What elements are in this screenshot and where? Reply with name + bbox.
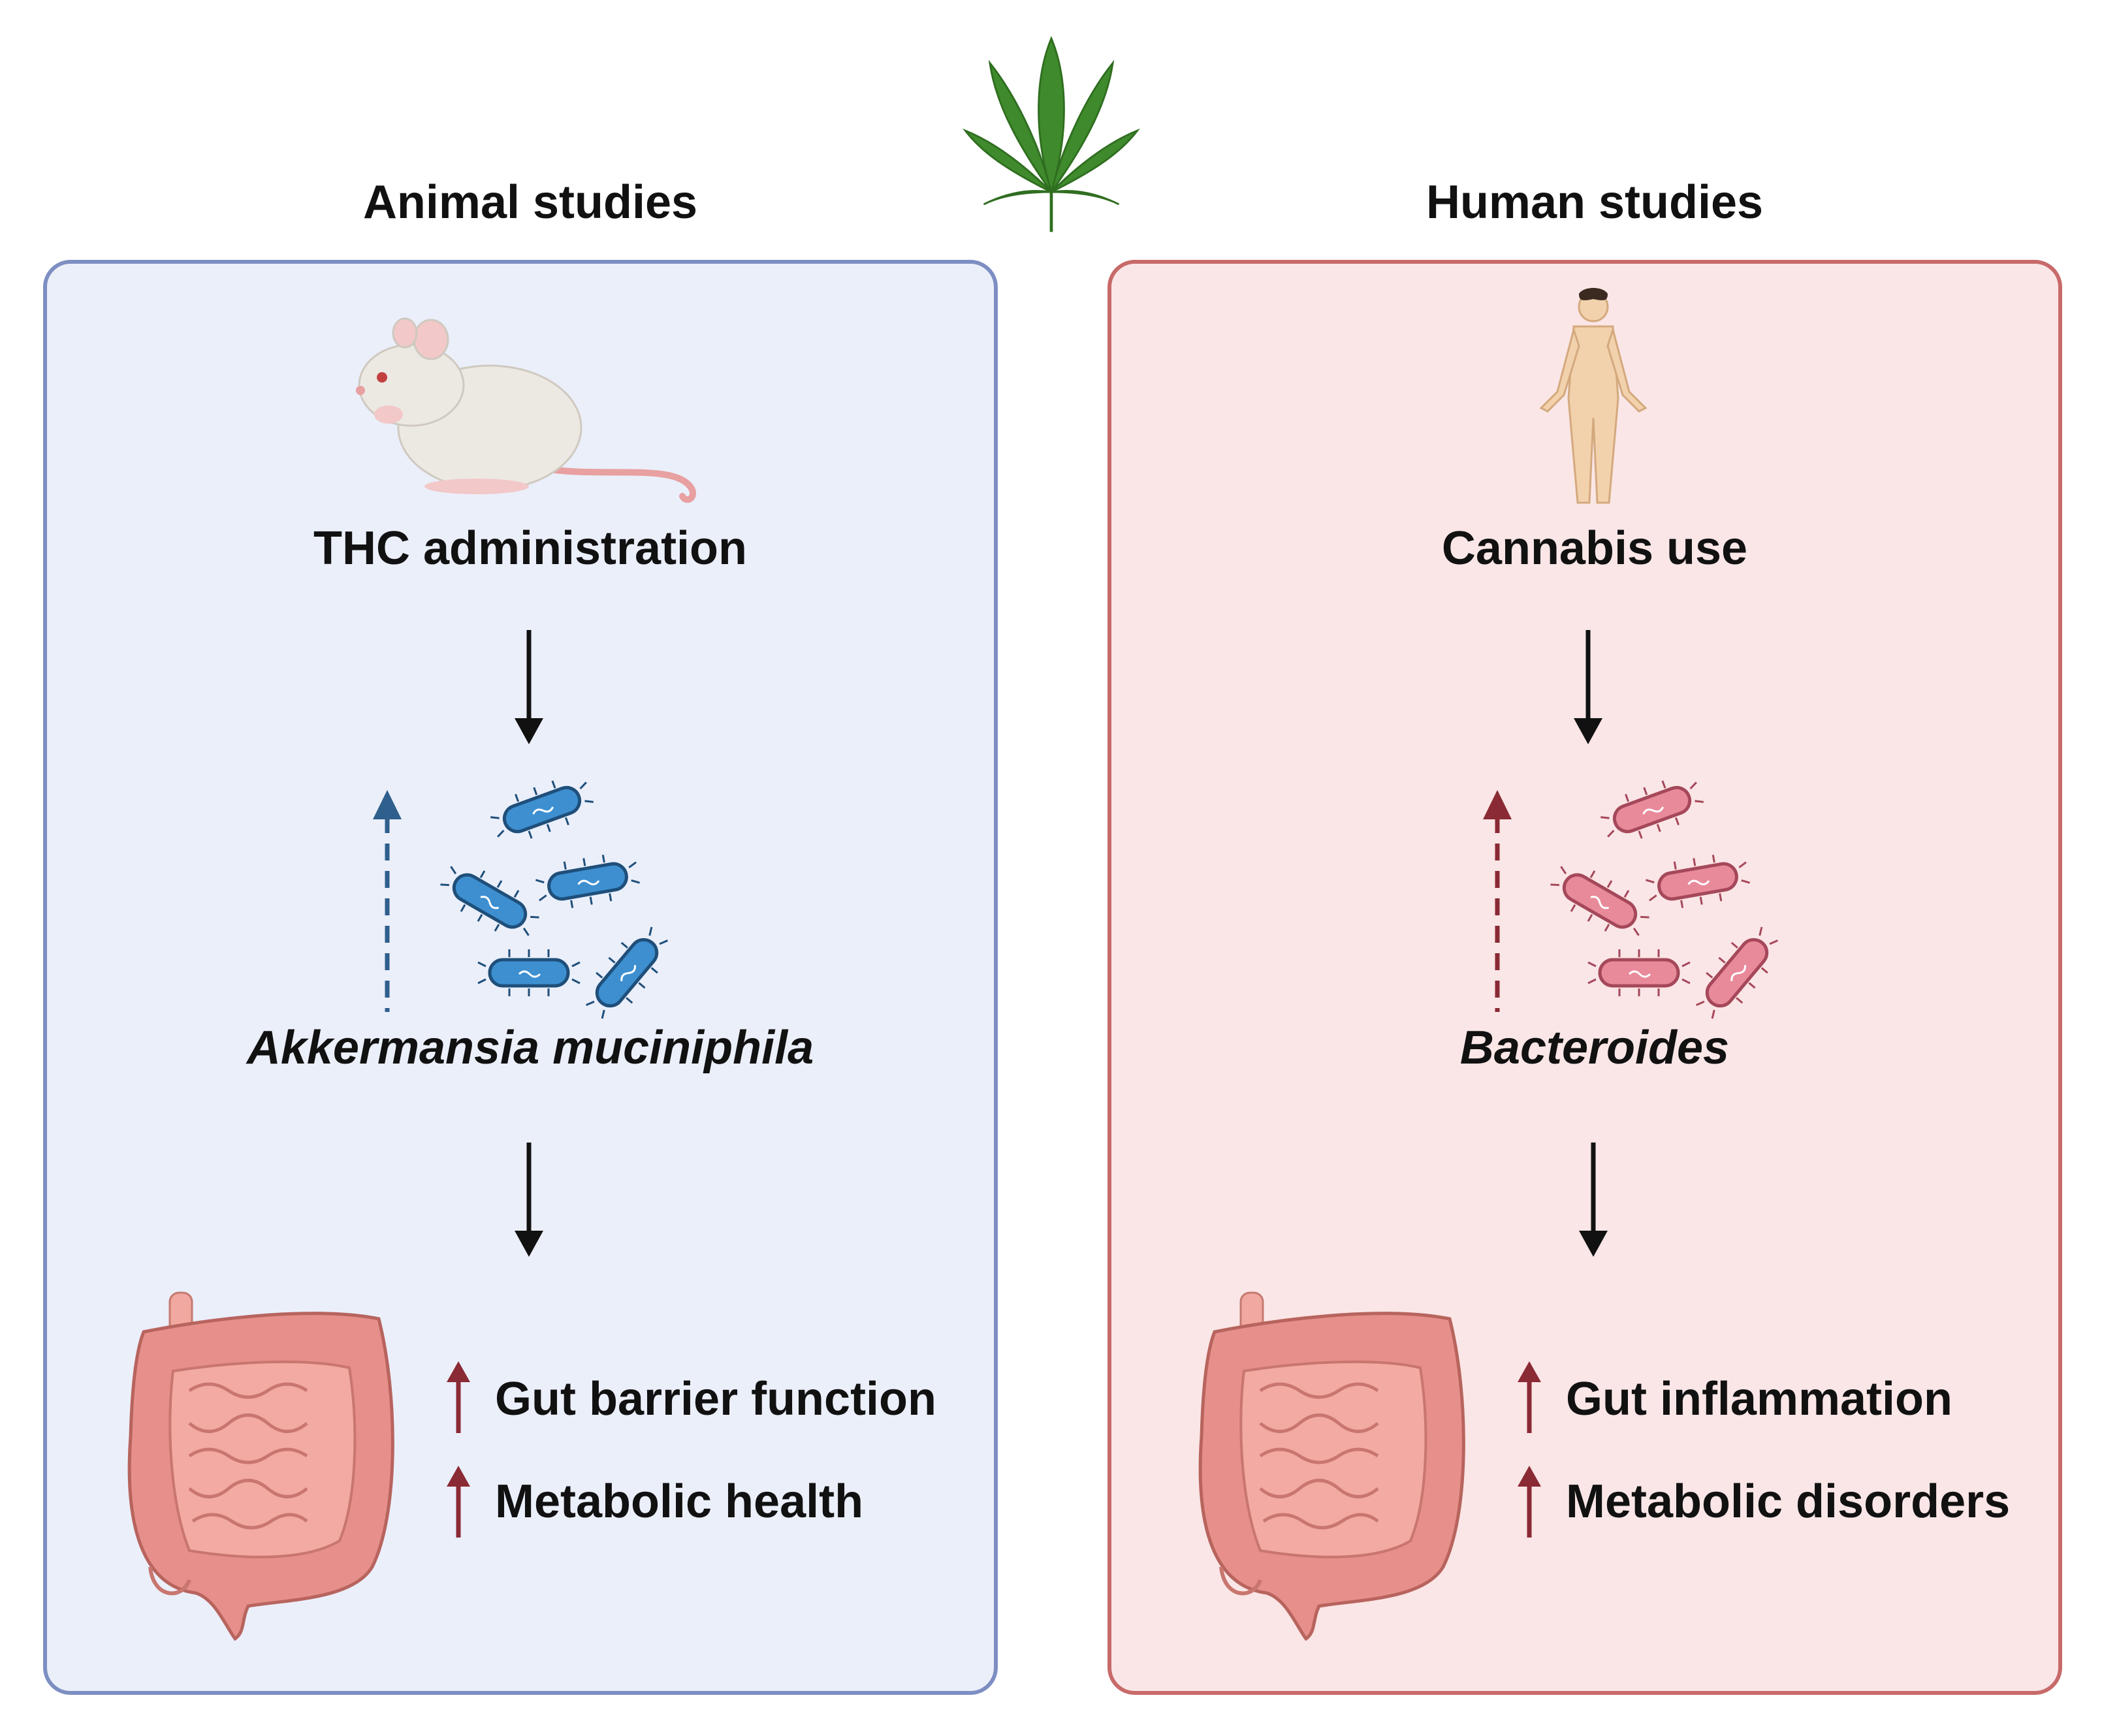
animal-outcome-2: Metabolic health — [495, 1476, 864, 1528]
human-outcome-2: Metabolic disorders — [1566, 1476, 2011, 1528]
bacteria-icon — [1600, 780, 1704, 839]
bacteria-icon — [490, 780, 594, 839]
animal-bacteria-group — [440, 780, 668, 1019]
arrow-down-icon — [1574, 630, 1602, 744]
human-microbe-label: Bacteroides — [1459, 1022, 1730, 1074]
animal-studies-heading: Animal studies — [362, 176, 698, 229]
arrow-down-icon — [515, 630, 543, 744]
bacteria-icon — [535, 855, 641, 908]
animal-microbe-label: Akkermansia muciniphila — [246, 1022, 814, 1074]
intestine-icon — [127, 1291, 394, 1641]
bacteria-icon — [1645, 855, 1751, 908]
bacteria-icon — [477, 949, 581, 996]
human-figure-icon — [1539, 288, 1648, 504]
animal-outcome-1: Gut barrier function — [495, 1373, 937, 1425]
human-studies-heading: Human studies — [1425, 176, 1764, 229]
arrow-up-icon — [447, 1361, 470, 1433]
arrow-up-icon — [1518, 1361, 1541, 1433]
human-intervention-label: Cannabis use — [1441, 522, 1748, 575]
arrow-up-icon — [447, 1466, 470, 1538]
intestine-icon — [1198, 1291, 1465, 1641]
arrow-down-icon — [1579, 1143, 1608, 1257]
human-bacteria-group — [1550, 780, 1778, 1019]
cannabis-leaf-icon — [963, 36, 1140, 232]
bacteria-icon — [440, 866, 539, 936]
bacteria-icon — [1587, 949, 1691, 996]
bacteria-icon — [586, 926, 668, 1019]
arrow-up-icon — [1518, 1466, 1541, 1538]
human-outcome-1: Gut inflammation — [1566, 1373, 1952, 1425]
arrow-up-icon — [373, 790, 402, 1012]
arrow-down-icon — [515, 1143, 543, 1257]
animal-intervention-label: THC administration — [313, 522, 748, 575]
mouse-icon — [356, 317, 696, 503]
bacteria-icon — [1550, 866, 1649, 936]
bacteria-icon — [1696, 926, 1778, 1019]
arrow-up-icon — [1483, 790, 1512, 1012]
